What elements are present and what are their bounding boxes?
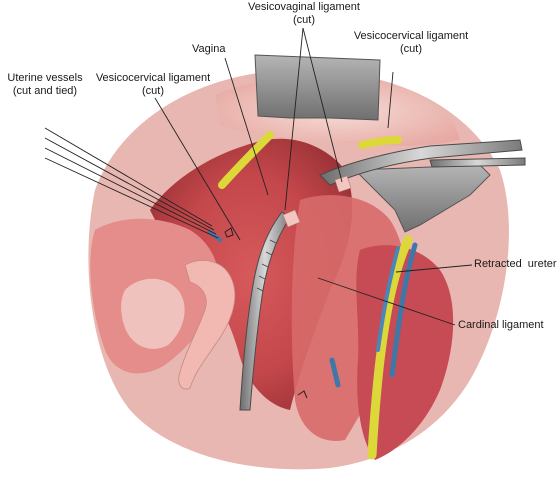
vessel-blue-1 [389,242,418,378]
leader-vesicovaginal-1 [284,27,304,211]
leader-uterine-vessels-1 [44,127,213,227]
label-vesicovaginal-ligament: Vesicovaginal ligament (cut) [246,1,362,27]
label-uterine-vessels-line2: (cut and tied) [12,85,78,97]
vessel-stub-2 [208,230,222,242]
ureter [367,235,413,460]
label-vesicocervical-right-line2: (cut) [400,43,422,55]
bladder-right-wall [356,245,454,460]
label-vesicocervical-left-line2: (cut) [142,85,164,97]
vesicovaginal-stump-left [282,209,301,228]
leader-vesicovaginal-2 [302,27,343,183]
label-vesicovaginal-line2: (cut) [293,14,315,26]
left-clamp-teeth [256,239,277,292]
label-uterine-vessels: Uterine vessels (cut and tied) [0,72,90,98]
label-uterine-vessels-line1: Uterine vessels [7,72,83,84]
leader-uterine-vessels-3 [44,147,217,235]
label-cardinal-ligament: Cardinal ligament [458,319,544,331]
right-clamp [319,139,523,186]
leader-cardinal-ligament [317,277,456,326]
label-retracted-ureter: Retracted ureter [474,258,557,270]
adnexa-tube [178,260,236,390]
ureter-top-right [358,136,402,149]
leader-lines [44,27,473,326]
left-clamp [239,211,291,411]
vesicovaginal-stump-right [334,175,352,193]
upper-retractor [254,54,381,121]
label-vesicocervical-right-line1: Vesicocervical ligament [353,30,469,42]
ureter-top-left [218,131,274,189]
label-vesicovaginal-line1: Vesicovaginal ligament [248,1,360,13]
label-vesicocervical-left: Vesicocervical ligament (cut) [92,72,214,98]
label-vesicocervical-left-line1: Vesicocervical ligament [95,72,211,84]
right-retractor [353,164,491,233]
leader-uterine-vessels-4 [44,157,219,239]
uterus-left-inner [121,278,185,349]
leader-retracted-ureter [395,264,473,273]
leader-vesicocervical-left [154,97,241,241]
suture-tie-1 [224,227,308,399]
leader-vagina [224,57,269,196]
label-vesicocervical-right: Vesicocervical ligament (cut) [350,30,472,56]
leader-vesicocervical-right [387,71,394,129]
vessel-stub-1 [329,357,341,388]
label-vagina: Vagina [192,43,226,55]
right-clamp-handle [429,157,526,168]
leader-uterine-vessels-2 [44,137,215,231]
